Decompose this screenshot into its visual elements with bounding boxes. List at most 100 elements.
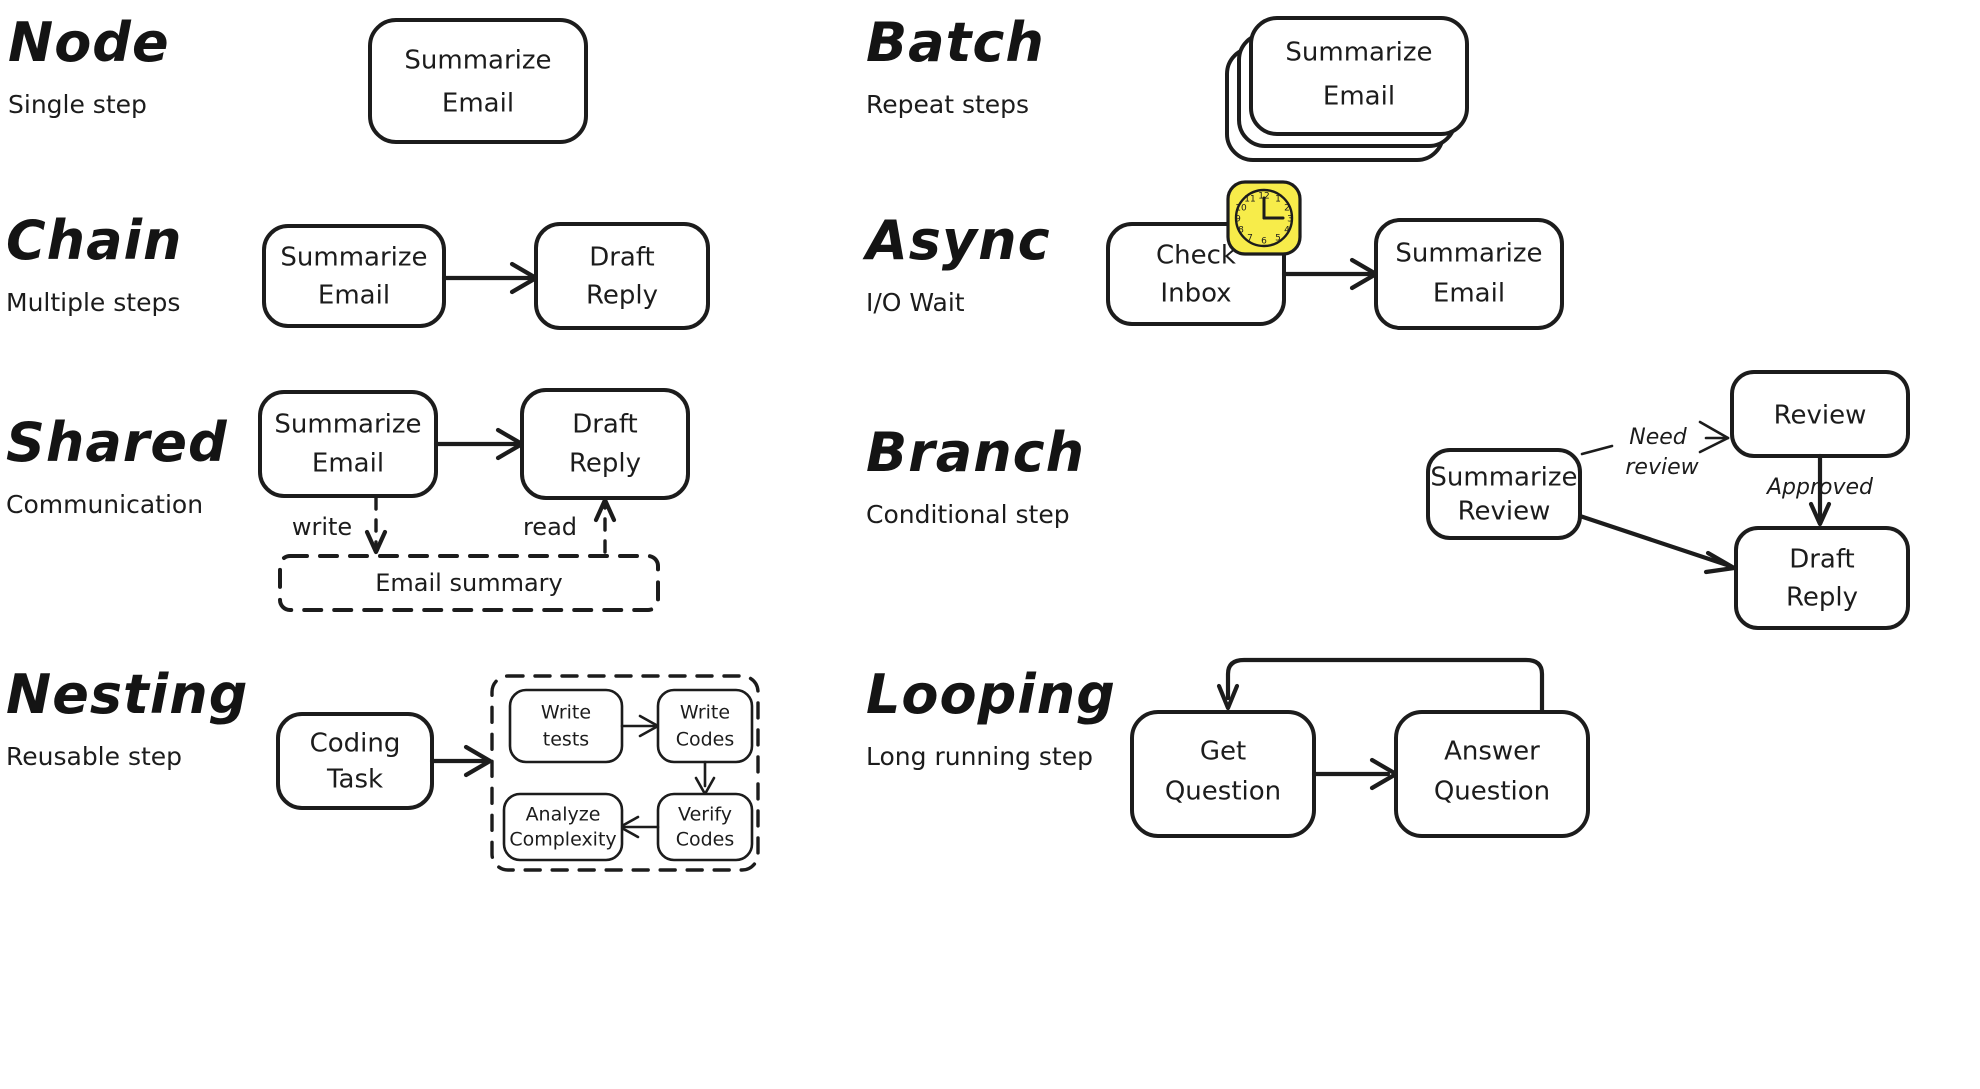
- node-label-line1: Draft: [589, 243, 655, 273]
- node-label-line1: Summarize: [274, 410, 421, 440]
- svg-text:4: 4: [1284, 226, 1290, 236]
- pattern-label-looping: Looping Long running step: [866, 663, 1116, 771]
- pattern-title-nesting: Nesting: [6, 663, 249, 726]
- node-answer-question[interactable]: [1394, 710, 1590, 838]
- pattern-graphic-batch: Summarize Email: [1205, 6, 1505, 171]
- node-get-question[interactable]: [1130, 710, 1316, 838]
- edge-label-read: read: [523, 513, 577, 541]
- node-label-line1: Check: [1156, 241, 1236, 271]
- node-label-line2: Complexity: [509, 829, 616, 851]
- svg-text:8: 8: [1238, 226, 1244, 236]
- node-label-line1: Summarize: [1395, 239, 1542, 269]
- node-label-line1: Summarize: [1285, 38, 1432, 68]
- edge-answer-loop-back: [1225, 657, 1545, 723]
- pattern-title-batch: Batch: [866, 11, 1045, 74]
- svg-text:11: 11: [1244, 195, 1255, 205]
- node-draft-reply[interactable]: [520, 388, 690, 500]
- node-label-line1: Write: [680, 702, 730, 724]
- pattern-title-branch: Branch: [866, 421, 1086, 484]
- pattern-label-node: Node Single step: [8, 11, 170, 119]
- subgraph-container[interactable]: [490, 674, 760, 872]
- node-draft-reply[interactable]: [1734, 526, 1910, 630]
- svg-text:3: 3: [1287, 215, 1293, 225]
- pattern-title-chain: Chain: [6, 209, 183, 272]
- node-label-line2: Email: [1323, 82, 1395, 112]
- svg-text:1: 1: [1275, 195, 1281, 205]
- node-summarize-email[interactable]: [368, 18, 588, 144]
- node-label-line1: Write: [541, 702, 591, 724]
- pattern-label-branch: Branch Conditional step: [866, 421, 1086, 529]
- pattern-graphic-async: Check Inbox 12 1 2 3 4 5 6 7 8 9 10 11: [1100, 176, 1570, 346]
- node-draft-reply[interactable]: [534, 222, 710, 330]
- pattern-subtitle-chain: Multiple steps: [6, 288, 181, 317]
- node-label-line1: Summarize: [404, 46, 551, 76]
- edge-label-review: review: [1625, 455, 1699, 480]
- node-label-line2: Reply: [569, 449, 641, 479]
- node-label-line1: Summarize: [280, 243, 427, 273]
- arrowhead-icon: [364, 529, 388, 555]
- arrowhead-icon: [463, 744, 493, 778]
- node-label-line1: Draft: [572, 410, 638, 440]
- pattern-label-async: Async I/O Wait: [866, 209, 1051, 317]
- pattern-label-shared: Shared Communication: [6, 411, 228, 519]
- svg-text:5: 5: [1275, 234, 1281, 244]
- clock-icon: 12 1 2 3 4 5 6 7 8 9 10 11: [1226, 180, 1302, 256]
- arrowhead-icon: [593, 497, 617, 523]
- node-label-line1: Summarize: [1430, 463, 1577, 493]
- node-label-line2: Email: [318, 281, 390, 311]
- node-analyze-complexity[interactable]: [502, 792, 624, 862]
- pattern-title-looping: Looping: [866, 663, 1116, 726]
- node-label-line1: Get: [1200, 737, 1246, 767]
- node-label-line2: Reply: [586, 281, 658, 311]
- pattern-label-nesting: Nesting Reusable step: [6, 663, 249, 771]
- node-label-line1: Draft: [1789, 545, 1855, 575]
- pattern-subtitle-async: I/O Wait: [866, 288, 965, 317]
- store-email-summary[interactable]: [278, 554, 660, 612]
- pattern-subtitle-branch: Conditional step: [866, 500, 1070, 529]
- pattern-label-chain: Chain Multiple steps: [6, 209, 183, 317]
- pattern-title-async: Async: [866, 209, 1051, 272]
- svg-text:2: 2: [1284, 204, 1290, 214]
- pattern-graphic-shared: Summarize Email Draft Reply write read E…: [250, 386, 710, 616]
- pattern-graphic-branch: Summarize Review Need review Review Appr…: [1400, 358, 1920, 638]
- edge-label-write: write: [292, 513, 352, 541]
- node-summarize-email[interactable]: [1374, 218, 1564, 330]
- node-label-line2: Codes: [676, 829, 735, 851]
- edge-summarize-to-review: [1580, 444, 1614, 456]
- pattern-subtitle-nesting: Reusable step: [6, 742, 183, 771]
- edge-summarize-to-draft: [1577, 513, 1733, 569]
- svg-text:9: 9: [1235, 215, 1241, 225]
- node-summarize-email[interactable]: [1249, 16, 1469, 136]
- pattern-subtitle-looping: Long running step: [866, 742, 1093, 771]
- edge-label-approved: Approved: [1765, 475, 1874, 500]
- node-label-line2: Review: [1458, 497, 1551, 527]
- pattern-title-node: Node: [8, 11, 170, 74]
- node-summarize-email[interactable]: [1426, 448, 1582, 540]
- svg-text:6: 6: [1261, 237, 1267, 247]
- arrowhead-icon: [1808, 501, 1832, 527]
- svg-text:7: 7: [1247, 234, 1253, 244]
- node-label-line2: Question: [1165, 777, 1281, 807]
- node-label-line2: Email: [312, 449, 384, 479]
- node-summarize-email[interactable]: [258, 390, 438, 498]
- node-label-line1: Verify: [678, 804, 732, 826]
- pattern-label-batch: Batch Repeat steps: [866, 11, 1045, 119]
- pattern-title-shared: Shared: [6, 411, 228, 474]
- node-label-line1: Analyze: [526, 804, 601, 826]
- node-label-line2: Email: [442, 89, 514, 119]
- node-label-line1: Coding: [310, 729, 401, 759]
- node-label-line2: Codes: [676, 729, 735, 751]
- node-summarize-email[interactable]: [262, 224, 446, 328]
- pattern-subtitle-node: Single step: [8, 90, 147, 119]
- pattern-graphic-node: Summarize Email: [350, 8, 610, 158]
- arrowhead-icon: [1216, 683, 1240, 711]
- node-label-line2: Inbox: [1160, 279, 1231, 309]
- pattern-graphic-looping: Get Question Answer Question: [1120, 640, 1600, 860]
- node-label-line2: Task: [326, 765, 383, 795]
- node-label-line1: Answer: [1444, 737, 1540, 767]
- node-label-line2: tests: [543, 729, 589, 751]
- pattern-subtitle-shared: Communication: [6, 490, 204, 519]
- pattern-subtitle-batch: Repeat steps: [866, 90, 1030, 119]
- node-label-line2: Question: [1434, 777, 1550, 807]
